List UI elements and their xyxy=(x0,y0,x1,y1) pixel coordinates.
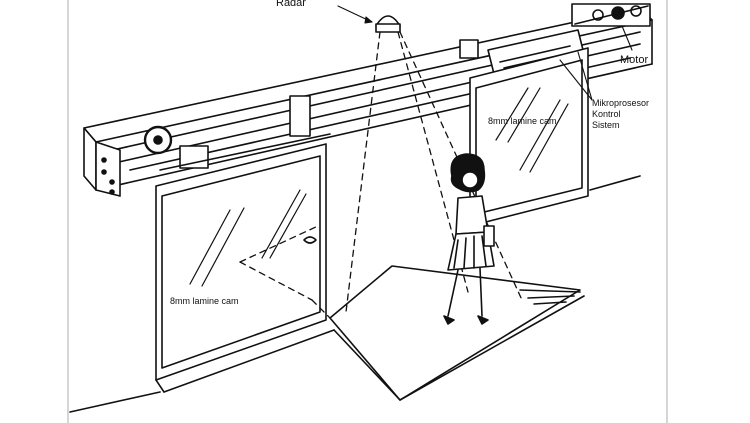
header-beam xyxy=(83,7,653,197)
radar-sensor xyxy=(375,15,401,33)
radar-label: Radar xyxy=(276,0,306,9)
door-hangers xyxy=(159,39,479,171)
glass-label-left: 8mm lamine cam xyxy=(170,296,239,306)
motor-unit xyxy=(571,3,651,27)
glass-label-right: 8mm lamine cam xyxy=(488,116,557,126)
microprocessor-label-line1: Mikroprosesor xyxy=(592,98,650,108)
motor-label: Motor xyxy=(620,54,649,66)
right-door-panel xyxy=(469,47,589,227)
microprocessor-label-line3: Sistem xyxy=(592,120,620,130)
pulley-wheel xyxy=(143,125,173,155)
floor-mat xyxy=(69,175,641,413)
microprocessor-label-line2: Kontrol xyxy=(592,109,621,119)
pedestrian-figure xyxy=(443,153,495,325)
callout-leaders xyxy=(337,5,633,101)
left-door-panel xyxy=(155,143,335,393)
